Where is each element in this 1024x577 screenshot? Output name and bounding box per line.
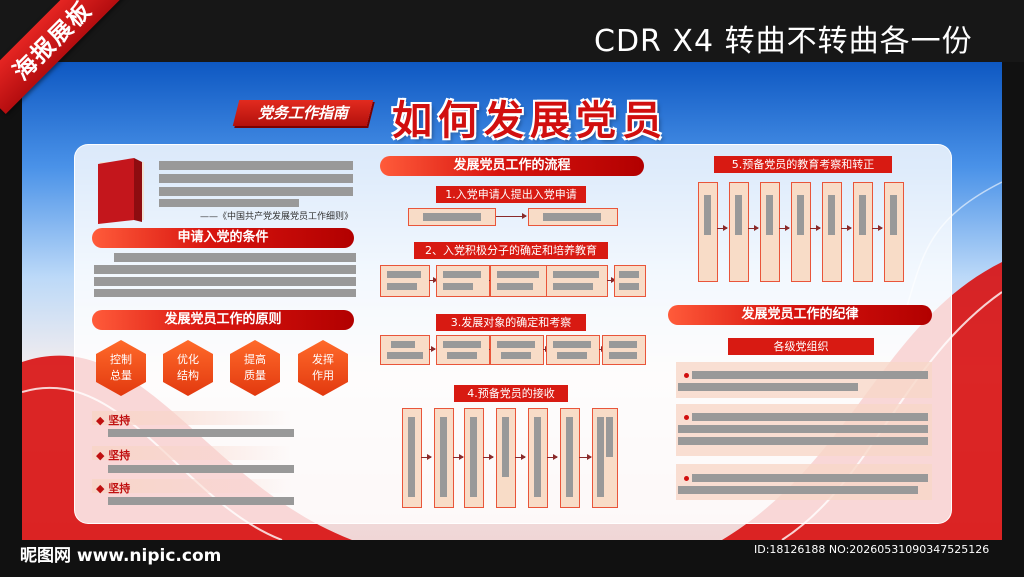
step1-title: 1.入党申请人提出入党申请 <box>436 186 586 203</box>
step-box <box>791 182 811 282</box>
text-line <box>159 161 353 170</box>
text-line <box>108 497 294 505</box>
top-bar <box>0 0 1024 62</box>
text-line <box>108 429 294 437</box>
arrow-icon <box>748 225 759 231</box>
text-line <box>159 199 299 207</box>
arrow-icon <box>872 225 883 231</box>
keep-bar <box>92 411 292 425</box>
source-quote: ——《中国共产党发展党员工作细则》 <box>200 212 354 222</box>
step-box <box>380 335 430 365</box>
arrow-icon <box>810 225 821 231</box>
text-line <box>678 383 858 391</box>
step-box <box>436 335 490 365</box>
arrow-icon <box>496 213 527 219</box>
arrow-icon <box>547 454 558 460</box>
step-box <box>560 408 580 508</box>
step-box <box>408 208 496 226</box>
arrow-icon <box>717 225 728 231</box>
bullet-dot <box>684 373 689 378</box>
keep-bar <box>92 446 292 460</box>
text-line <box>94 289 356 297</box>
step-box <box>402 408 422 508</box>
text-line <box>108 465 294 473</box>
step-box <box>380 265 430 297</box>
process-title: 发展党员工作的流程 <box>380 156 644 176</box>
arrow-icon <box>421 454 432 460</box>
tag-label: 党务工作指南 <box>257 104 348 122</box>
text-line <box>678 425 928 433</box>
arrow-icon <box>579 454 592 460</box>
arrow-icon <box>429 346 436 352</box>
step-box <box>853 182 873 282</box>
step-box <box>546 335 600 365</box>
keep-label: ◆ 坚持 <box>96 482 131 495</box>
principle-hex: 控制总量 <box>96 340 146 396</box>
principle-hex: 提高质量 <box>230 340 280 396</box>
principle-hex: 优化结构 <box>163 340 213 396</box>
bullet-dot <box>684 476 689 481</box>
step-box <box>822 182 842 282</box>
text-line <box>692 474 928 482</box>
step-box <box>698 182 718 282</box>
step5-title: 5.预备党员的教育考察和转正 <box>714 156 892 173</box>
arrow-icon <box>429 277 438 283</box>
arrow-icon <box>483 454 494 460</box>
section-principles-title: 发展党员工作的原则 <box>92 310 354 330</box>
text-line <box>678 486 918 494</box>
step4-title: 4.预备党员的接收 <box>454 385 568 402</box>
site-watermark: 昵图网 www.nipic.com <box>20 546 222 566</box>
text-line <box>678 437 928 445</box>
bottom-bar <box>0 540 1024 577</box>
step-box <box>436 265 490 297</box>
step-box <box>884 182 904 282</box>
format-note: CDR X4 转曲不转曲各一份 <box>594 24 973 59</box>
discipline-block <box>676 362 932 398</box>
step-box <box>760 182 780 282</box>
keep-bar <box>92 479 292 493</box>
text-line <box>94 265 356 274</box>
step-box <box>592 408 618 508</box>
arrow-icon <box>515 454 526 460</box>
step-box <box>490 335 544 365</box>
text-line <box>159 187 353 196</box>
section-conditions-title: 申请入党的条件 <box>92 228 354 248</box>
text-line <box>159 174 353 183</box>
step-box <box>490 265 548 297</box>
step-box <box>528 208 618 226</box>
poster-board: 党务工作指南 如何发展党员 ——《中国共产党发展党员工作细则》 申请入党的条件 … <box>22 62 1002 540</box>
step-box <box>729 182 749 282</box>
step3-title: 3.发展对象的确定和考察 <box>436 314 586 331</box>
image-id: ID:18126188 NO:20260531090347525126 <box>754 543 990 556</box>
step-box <box>496 408 516 508</box>
principle-hex: 发挥作用 <box>298 340 348 396</box>
step-box <box>546 265 608 297</box>
arrow-icon <box>779 225 790 231</box>
book-icon <box>98 158 144 224</box>
bullet-dot <box>684 415 689 420</box>
poster-title: 如何发展党员 <box>392 98 668 144</box>
step-box <box>434 408 454 508</box>
text-line <box>94 277 356 286</box>
step-box <box>602 335 646 365</box>
text-line <box>114 253 356 262</box>
keep-label: ◆ 坚持 <box>96 414 131 427</box>
text-line <box>692 413 928 421</box>
step2-title: 2、入党积极分子的确定和培养教育 <box>414 242 608 259</box>
discipline-title: 发展党员工作的纪律 <box>668 305 932 325</box>
step-box <box>464 408 484 508</box>
step-box <box>614 265 646 297</box>
keep-label: ◆ 坚持 <box>96 449 131 462</box>
arrow-icon <box>453 454 464 460</box>
step-box <box>528 408 548 508</box>
text-line <box>692 371 928 379</box>
org-title: 各级党组织 <box>728 338 874 355</box>
discipline-block <box>676 464 932 500</box>
arrow-icon <box>841 225 852 231</box>
arrow-icon <box>607 277 616 283</box>
